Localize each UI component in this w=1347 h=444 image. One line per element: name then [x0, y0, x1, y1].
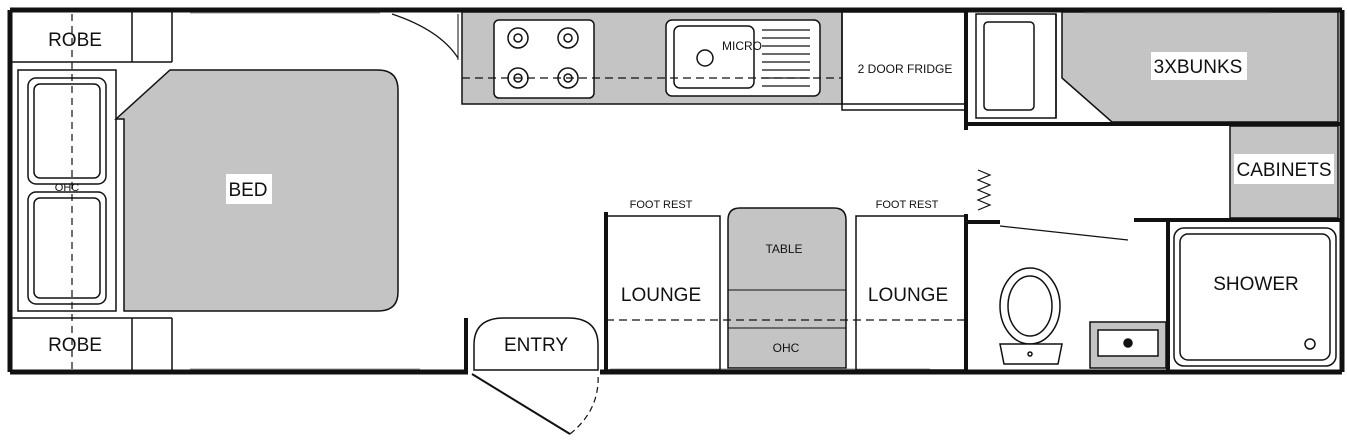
exterior-walls [7, 7, 1345, 375]
toilet [999, 267, 1063, 365]
lounge-left-label: LOUNGE [621, 285, 701, 306]
micro-label: MICRO [722, 39, 762, 53]
foot-rest-right-label: FOOT REST [876, 199, 939, 211]
robe-bottom-label: ROBE [48, 335, 102, 356]
cabinets-label: CABINETS [1236, 160, 1331, 181]
ohc-table-label: OHC [773, 341, 800, 355]
entry-door[interactable] [471, 373, 571, 435]
shower [1173, 227, 1337, 367]
entry-label: ENTRY [504, 335, 568, 356]
fridge-label: 2 DOOR FRIDGE [858, 62, 953, 76]
entry-step [473, 317, 599, 371]
sink [665, 19, 821, 97]
lounge-left [605, 215, 721, 371]
basin [1089, 321, 1167, 369]
lounge-right [855, 215, 967, 371]
door-spring [976, 169, 992, 211]
ohc-left-label: OHC [55, 182, 80, 194]
robe-top [12, 12, 173, 63]
bunks-label: 3XBUNKS [1154, 57, 1243, 78]
table-label: TABLE [765, 242, 802, 256]
cooktop [493, 19, 595, 99]
foot-rest-left-label: FOOT REST [630, 199, 693, 211]
bed-label: BED [228, 180, 267, 201]
bunk-frame [975, 13, 1057, 119]
robe-top-label: ROBE [48, 30, 102, 51]
fridge [841, 11, 967, 111]
shower-label: SHOWER [1213, 274, 1299, 295]
robe-bottom [12, 317, 173, 370]
lounge-right-label: LOUNGE [868, 285, 948, 306]
bedside-ohc [17, 69, 117, 312]
